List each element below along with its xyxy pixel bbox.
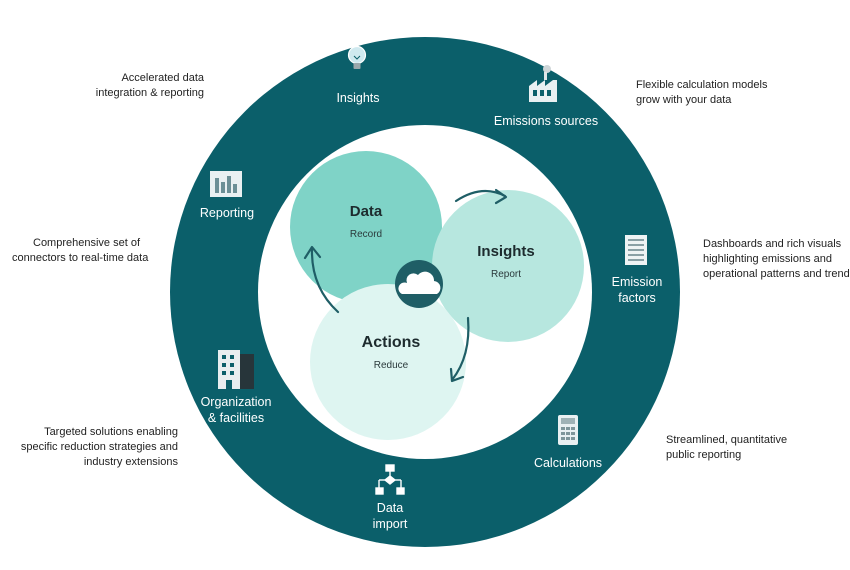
note-comprehensive-connectors: Comprehensive set of connectors to real-… (12, 237, 149, 264)
arrow-actions-to-data (310, 247, 340, 314)
insights-subtitle: Report (490, 269, 521, 280)
note-streamlined-reporting: Streamlined, quantitative public reporti… (666, 434, 788, 461)
insights-title: Insights (477, 243, 535, 260)
actions-title: Actions (361, 334, 421, 351)
lightbulb-icon (347, 45, 367, 69)
data-subtitle: Record (349, 229, 383, 240)
cloud-icon (395, 260, 443, 308)
ring-label-reporting: Reporting (199, 206, 255, 220)
building-icon (218, 350, 254, 389)
cycle-arrows (303, 188, 508, 383)
arrow-insights-to-actions (450, 316, 470, 382)
note-accelerated-integration: Accelerated data integration & reporting (95, 72, 204, 99)
note-dashboards-visuals: Dashboards and rich visuals highlighting… (703, 238, 850, 280)
insights-circle (432, 190, 584, 342)
ring-label-calculations: Calculations (533, 456, 603, 470)
data-circle (290, 151, 442, 303)
ring-label-emissions-sources: Emissions sources (493, 114, 599, 128)
ring-label-emission-factors: Emission factors (611, 275, 663, 305)
ring-label-data-import: Data import (372, 501, 408, 531)
data-title: Data (349, 203, 383, 220)
arrow-data-to-insights-head (494, 188, 508, 205)
actions-subtitle: Reduce (373, 360, 409, 371)
factory-icon (529, 65, 557, 102)
document-table-icon (625, 235, 647, 265)
calculator-icon (558, 415, 578, 445)
note-targeted-solutions: Targeted solutions enabling specific red… (20, 426, 178, 468)
actions-circle (310, 284, 466, 440)
ring-label-insights: Insights (336, 91, 380, 105)
note-flexible-calculation: Flexible calculation models grow with yo… (636, 79, 768, 106)
flowchart-icon (375, 464, 405, 495)
arrow-actions-to-data-head (303, 245, 322, 260)
bar-chart-icon (210, 171, 242, 197)
arrow-insights-to-actions-head (449, 367, 465, 383)
ring-label-organization-facilities: Organization & facilities (200, 395, 272, 425)
